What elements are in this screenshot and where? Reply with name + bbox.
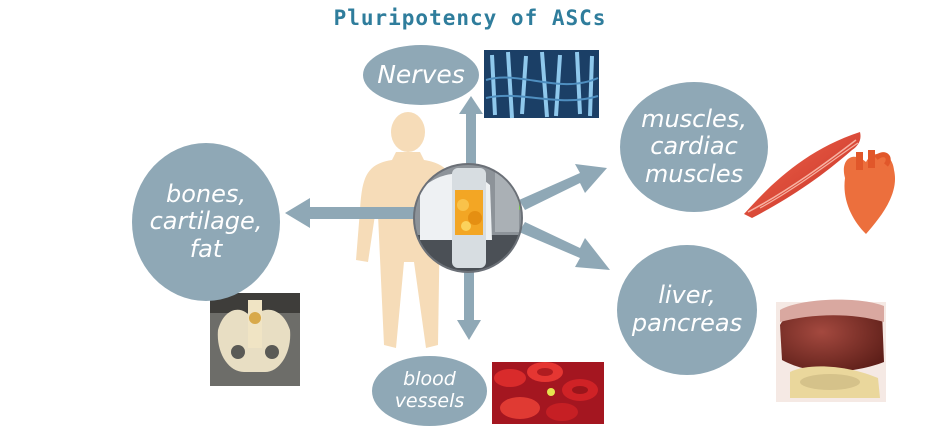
arrow-left <box>285 198 310 228</box>
arrow-upright <box>519 164 607 210</box>
bubble-muscles-line-3: muscles <box>644 159 744 188</box>
bubble-muscles-line-2: cardiac <box>650 132 738 161</box>
arrow-down <box>457 320 481 340</box>
diagram-title: Pluripotency of ASCs <box>333 6 607 30</box>
blood-cells-icon <box>492 362 604 424</box>
bubble-liver-line-1: liver, <box>658 281 716 310</box>
muscle-heart-icon <box>744 132 896 234</box>
nerve-tissue-icon <box>484 50 599 119</box>
bubble-blood-line-2: vessels <box>394 390 465 412</box>
bubble-bones-line-2: cartilage, <box>149 207 263 236</box>
bubble-nerves-line-1: Nerves <box>377 59 465 89</box>
arrows <box>285 96 610 340</box>
bubble-bones-line-3: fat <box>189 234 223 263</box>
stem-cell-tube-icon <box>413 163 523 273</box>
bubble-bones: bones, cartilage, fat <box>132 143 280 301</box>
arrow-left-shaft <box>308 207 418 219</box>
bubble-liver-line-2: pancreas <box>631 309 743 337</box>
arrow-up-shaft <box>466 113 476 171</box>
bubble-blood-line-1: blood <box>403 368 456 391</box>
pelvis-bone-icon <box>210 293 300 386</box>
arrow-up <box>459 96 483 114</box>
bubble-nerves: Nerves <box>363 45 479 105</box>
liver-pancreas-icon <box>776 299 886 402</box>
bubble-muscles: muscles, cardiac muscles <box>620 82 768 212</box>
bubble-bones-line-1: bones, <box>165 179 247 208</box>
arrow-downright <box>519 222 610 270</box>
bubble-muscles-line-1: muscles, <box>641 104 747 133</box>
arrow-down-shaft <box>464 268 474 323</box>
bubble-liver: liver, pancreas <box>617 245 757 375</box>
bubble-blood: blood vessels <box>372 356 487 426</box>
